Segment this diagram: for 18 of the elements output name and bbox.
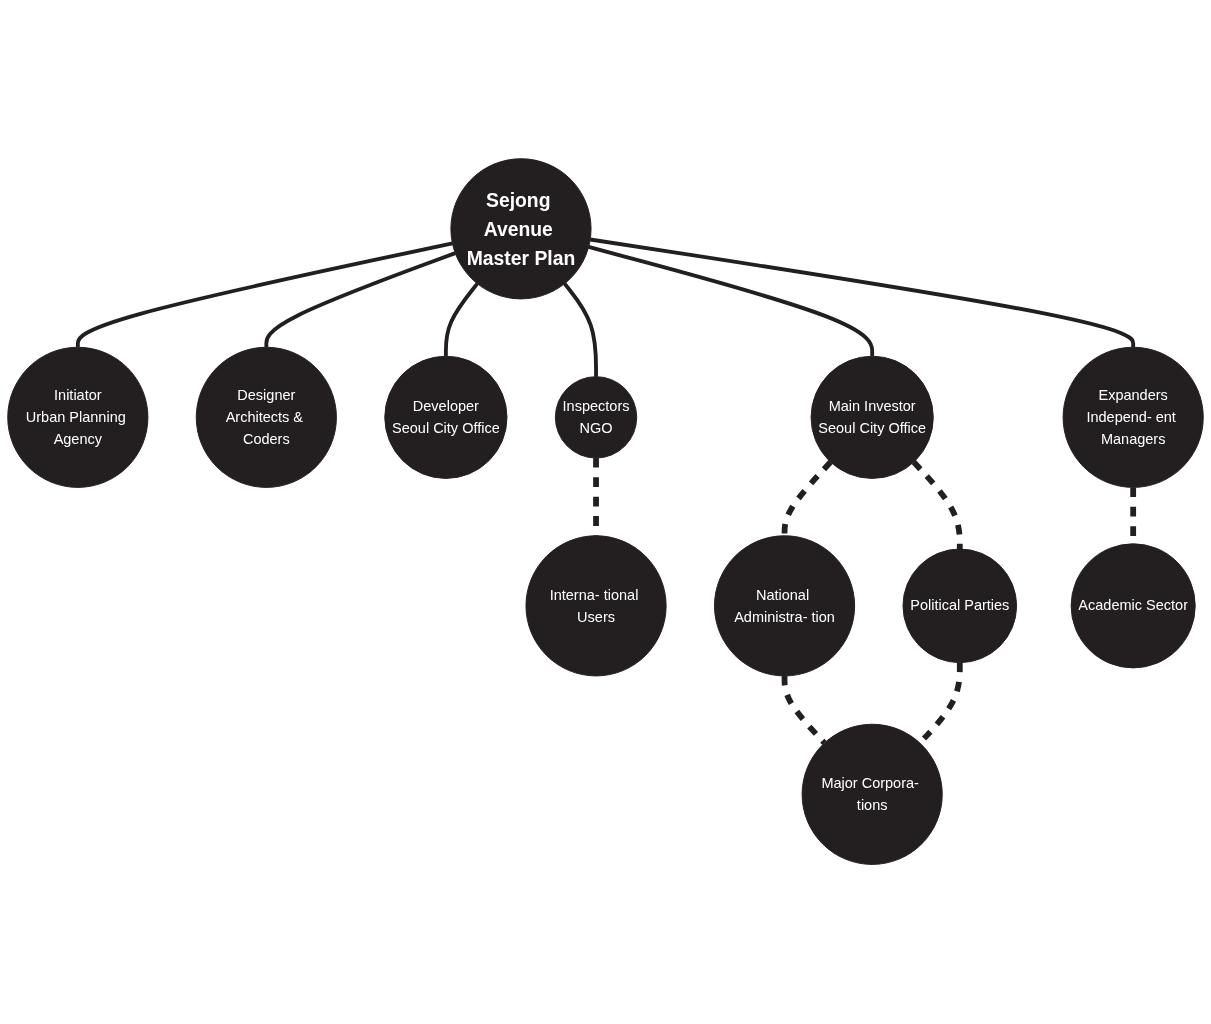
connector bbox=[588, 245, 875, 357]
connector bbox=[264, 251, 456, 348]
connector bbox=[781, 676, 827, 746]
node-circle: Political Parties bbox=[902, 548, 1018, 664]
node-circle: Inspectors NGO bbox=[554, 376, 638, 459]
node-circle: Designer Architects & Coders bbox=[195, 347, 337, 489]
node-circle: Expanders Independ- ent Managers bbox=[1062, 347, 1204, 489]
connector bbox=[911, 460, 963, 550]
node-circle: Main Investor Seoul City Office bbox=[810, 356, 934, 480]
node-circle: Interna- tional Users bbox=[525, 535, 667, 677]
node-circle: Academic Sector bbox=[1070, 543, 1196, 669]
node-circle: Initiator Urban Planning Agency bbox=[7, 347, 149, 489]
node-circle: National Administra- tion bbox=[714, 535, 856, 677]
node-circle: Developer Seoul City Office bbox=[384, 356, 508, 480]
node-circle: Major Corpora- tions bbox=[801, 724, 943, 866]
node-circle: Sejong Avenue Master Plan bbox=[450, 158, 592, 300]
connector bbox=[563, 282, 598, 378]
connector bbox=[443, 282, 479, 357]
